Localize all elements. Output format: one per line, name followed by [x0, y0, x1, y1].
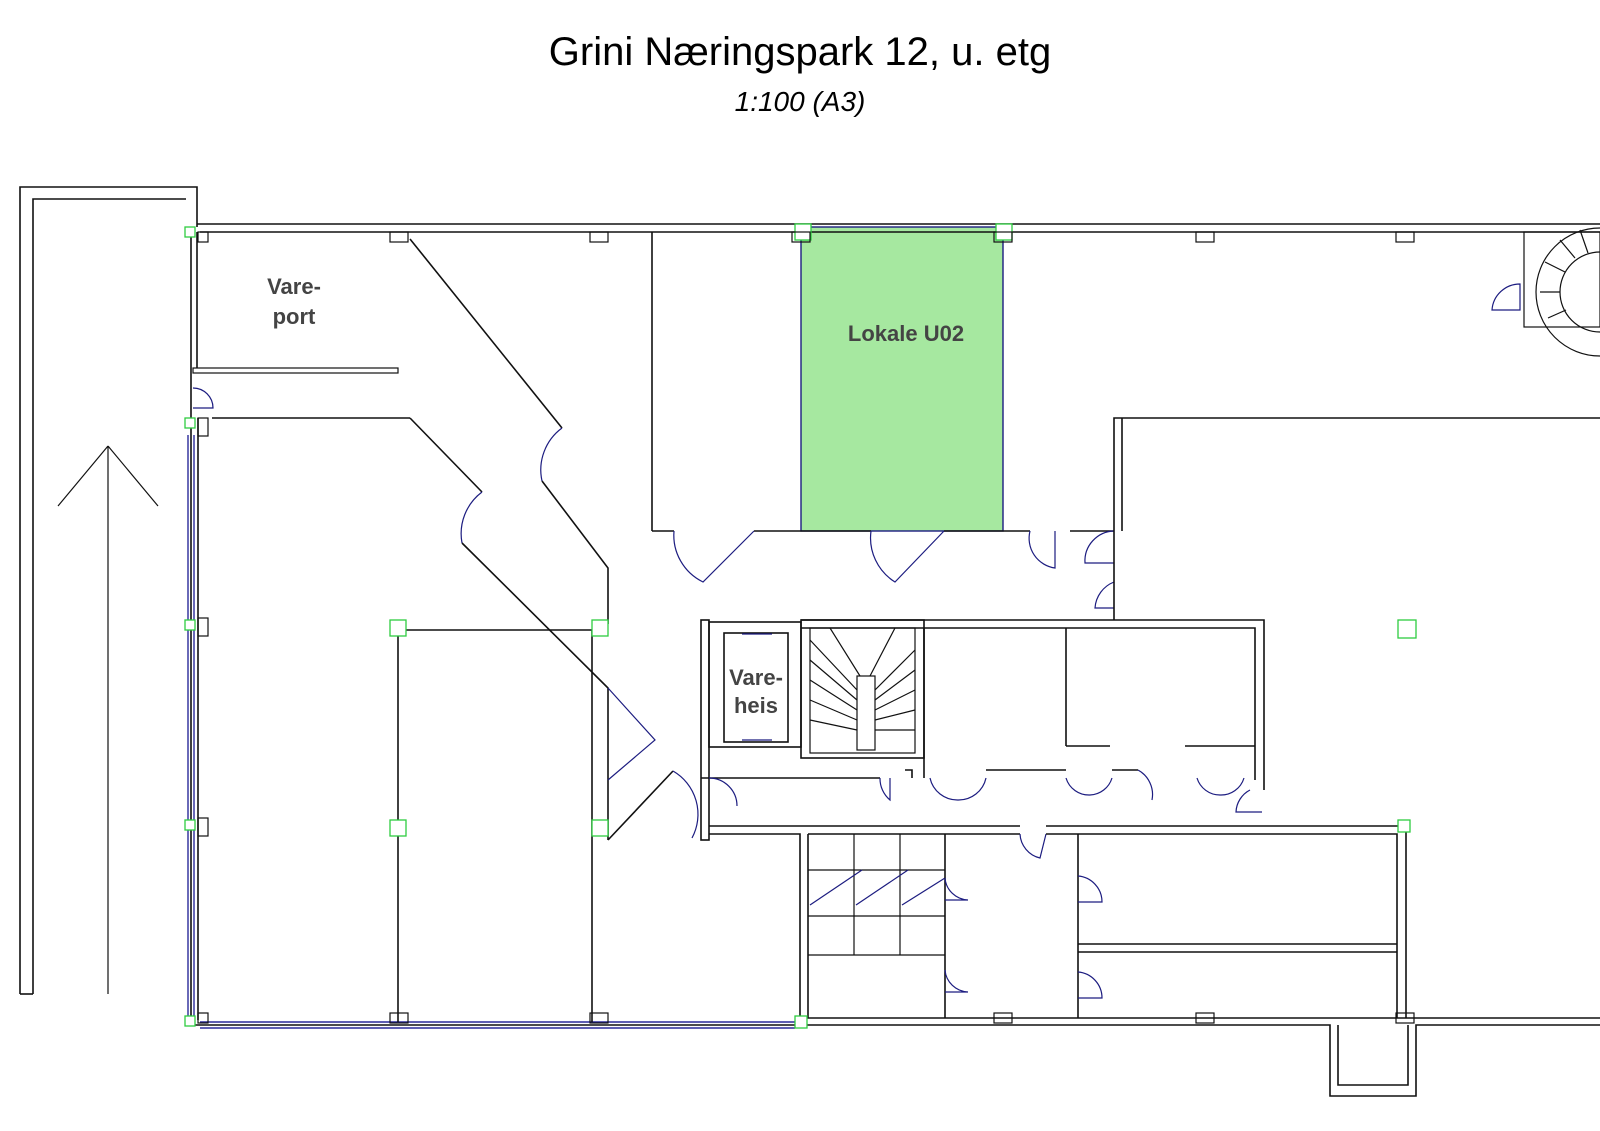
core: [700, 619, 1265, 841]
wall-pillars: [197, 231, 1415, 1024]
corridor-walls: [409, 238, 699, 841]
spiral-stair-icon: [1535, 227, 1600, 357]
vareport-label-line2: port: [273, 304, 316, 329]
ramp: [19, 186, 198, 995]
plan-title: Grini Næringspark 12, u. etg: [548, 30, 1052, 74]
lokale-u02-label: Lokale U02: [848, 321, 964, 346]
plan-scale: 1:100 (A3): [734, 86, 866, 117]
left-rooms: [397, 629, 608, 1022]
middle-rooms: [651, 232, 1115, 609]
vareport-room: [192, 232, 410, 419]
vareport-label-line1: Vare-: [267, 274, 321, 299]
lower-rooms: [709, 825, 1407, 1018]
vareheis-label-line1: Vare-: [729, 665, 783, 690]
vareheis-label-line2: heis: [734, 693, 778, 718]
lokale-u02-area[interactable]: [800, 226, 1004, 532]
right-area: [1113, 231, 1600, 620]
arrow-up-icon: [57, 445, 159, 994]
windows: [187, 435, 795, 1029]
